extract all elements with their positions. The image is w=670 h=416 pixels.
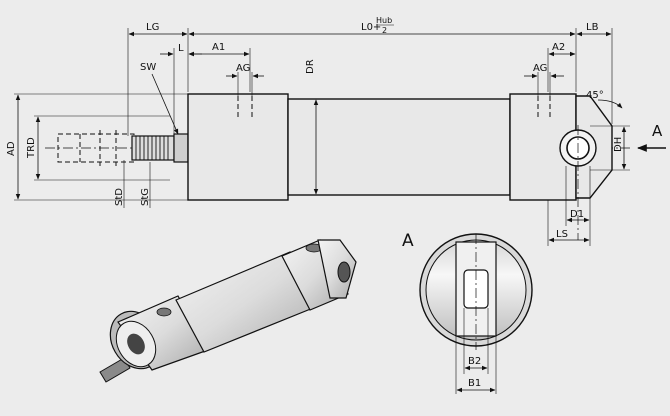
label-trd: TRD <box>26 137 37 159</box>
view-a: A B2 B1 <box>402 231 533 394</box>
label-b1: B1 <box>468 378 481 389</box>
label-ag-left: AG <box>236 63 250 74</box>
isometric-view <box>99 239 357 383</box>
label-d1: D1 <box>570 209 584 220</box>
label-a1: A1 <box>212 42 225 53</box>
label-dh: DH <box>613 137 624 152</box>
label-dr: DR <box>305 59 316 74</box>
label-two: 2 <box>382 26 387 35</box>
label-stg: StG <box>140 188 151 206</box>
label-b2: B2 <box>468 356 481 367</box>
rear-port <box>537 96 551 118</box>
side-view: LG L0+ Hub 2 LB L A1 A2 AG AG DR <box>6 16 666 246</box>
label-lb: LB <box>586 22 599 33</box>
label-ag-right: AG <box>533 63 547 74</box>
front-head <box>187 93 289 201</box>
label-lg: LG <box>146 22 159 33</box>
label-view-arrow: A <box>652 122 663 140</box>
label-sw: SW <box>140 62 156 73</box>
label-angle: 45° <box>586 90 604 101</box>
label-a2: A2 <box>552 42 565 53</box>
label-l0: L0+ <box>361 22 381 33</box>
label-view-a: A <box>402 231 414 251</box>
label-ad: AD <box>6 141 17 156</box>
label-l: L <box>178 43 184 54</box>
threaded-rod <box>131 133 189 163</box>
front-port <box>237 96 253 118</box>
label-ls: LS <box>556 229 568 240</box>
label-hub: Hub <box>376 16 392 25</box>
barrel <box>287 98 511 196</box>
label-std: StD <box>114 188 125 206</box>
